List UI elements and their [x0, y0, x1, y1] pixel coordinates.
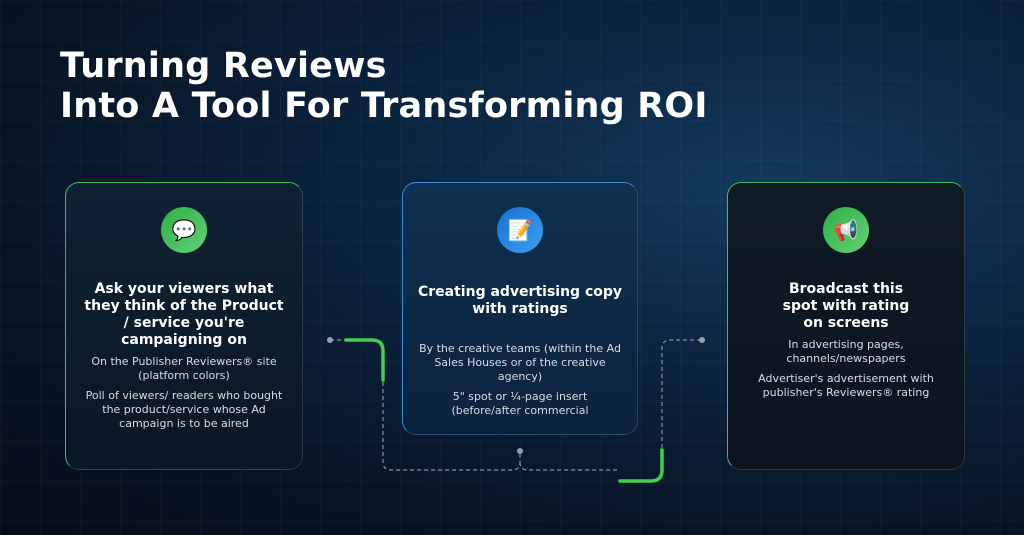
title-line-1: Turning Reviews	[60, 46, 387, 86]
step-card-1: 💬 Ask your viewers what they think of th…	[65, 182, 303, 470]
card-title: Ask your viewers what they think of the …	[84, 281, 284, 348]
step-card-2: 📝 Creating advertising copy with ratings…	[402, 182, 638, 435]
card-point: On the Publisher Reviewers® site (platfo…	[91, 355, 277, 382]
connector-dash-3	[519, 461, 618, 471]
chat-star-icon: 💬	[161, 207, 207, 253]
megaphone-icon: 📢	[823, 207, 869, 253]
card-point: 5" spot or ¼-page insert (before/after c…	[451, 390, 589, 417]
title-line-2: Into A Tool For Transforming ROI	[60, 86, 708, 126]
connector-dash-4	[661, 339, 702, 448]
connector-green-2	[618, 448, 664, 483]
connector-dot	[699, 337, 705, 343]
card-point: Poll of viewers/ readers who bought the …	[85, 389, 283, 430]
connector-dot	[327, 337, 333, 343]
card-point: By the creative teams (within the Ad Sal…	[419, 342, 621, 383]
connector-dot	[517, 448, 523, 454]
card-point: Advertiser's advertisement with publishe…	[758, 372, 934, 399]
step-card-3: 📢 Broadcast this spot with rating on scr…	[727, 182, 965, 470]
card-title: Broadcast this spot with rating on scree…	[782, 281, 910, 331]
card-title: Creating advertising copy with ratings	[417, 284, 623, 317]
connector-green-1	[344, 338, 385, 382]
document-edit-icon: 📝	[497, 207, 543, 253]
card-point: In advertising pages, channels/newspaper…	[786, 338, 906, 365]
